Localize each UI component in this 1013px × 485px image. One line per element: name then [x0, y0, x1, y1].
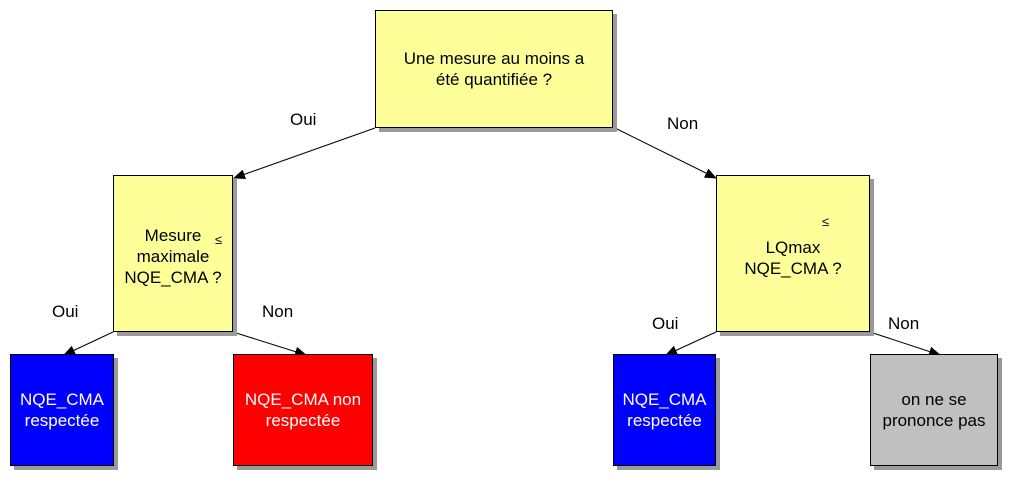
root-question-line2: été quantifiée ? [435, 70, 553, 89]
edge-label-right-no: Non [888, 314, 920, 333]
root-question-line1: Une mesure au moins a [403, 49, 585, 68]
edge-right-no [869, 331, 941, 357]
outcome-rr-line1: on ne se [901, 390, 967, 409]
outcome-ll-line1: NQE_CMA [19, 390, 105, 409]
right-decision-box: LQmax NQE_CMA ? ≤ [716, 175, 870, 332]
outcome-lr-line2: respectée [265, 411, 341, 430]
edge-label-root-yes: Oui [290, 110, 317, 129]
outcome-respected-left: NQE_CMA respectée [10, 354, 114, 466]
edge-label-right-yes: Oui [652, 314, 679, 333]
edge-left-no [232, 331, 307, 357]
right-le-symbol: ≤ [822, 214, 830, 229]
left-le-symbol: ≤ [215, 232, 223, 247]
right-question-line1: LQmax [765, 237, 821, 257]
edge-right-yes [665, 331, 717, 356]
outcome-no-opinion: on ne se prononce pas [870, 354, 998, 466]
edge-label-left-yes: Oui [52, 302, 79, 321]
outcome-rl-line1: NQE_CMA [622, 390, 707, 409]
left-question-line2: maximale [136, 247, 210, 266]
root-decision-box: Une mesure au moins a été quantifiée ? [375, 10, 613, 128]
edge-left-yes [63, 331, 114, 356]
edge-root-yes [233, 127, 376, 180]
edge-root-no [614, 127, 717, 179]
outcome-respected-right: NQE_CMA respectée [613, 354, 716, 466]
outcome-rr-line2: prononce pas [882, 411, 986, 430]
edge-label-root-no: Non [667, 114, 699, 133]
left-question-line3: NQE_CMA ? [124, 268, 222, 287]
left-question-line1: Mesure [144, 226, 202, 245]
outcome-rl-line2: respectée [627, 411, 702, 430]
outcome-lr-line1: NQE_CMA non [244, 390, 362, 409]
left-decision-box: Mesure maximale NQE_CMA ? ≤ [113, 175, 233, 332]
right-question-line2: NQE_CMA ? [744, 258, 842, 278]
edge-label-left-no: Non [262, 302, 294, 321]
outcome-ll-line2: respectée [24, 411, 100, 430]
outcome-not-respected: NQE_CMA non respectée [233, 354, 373, 466]
